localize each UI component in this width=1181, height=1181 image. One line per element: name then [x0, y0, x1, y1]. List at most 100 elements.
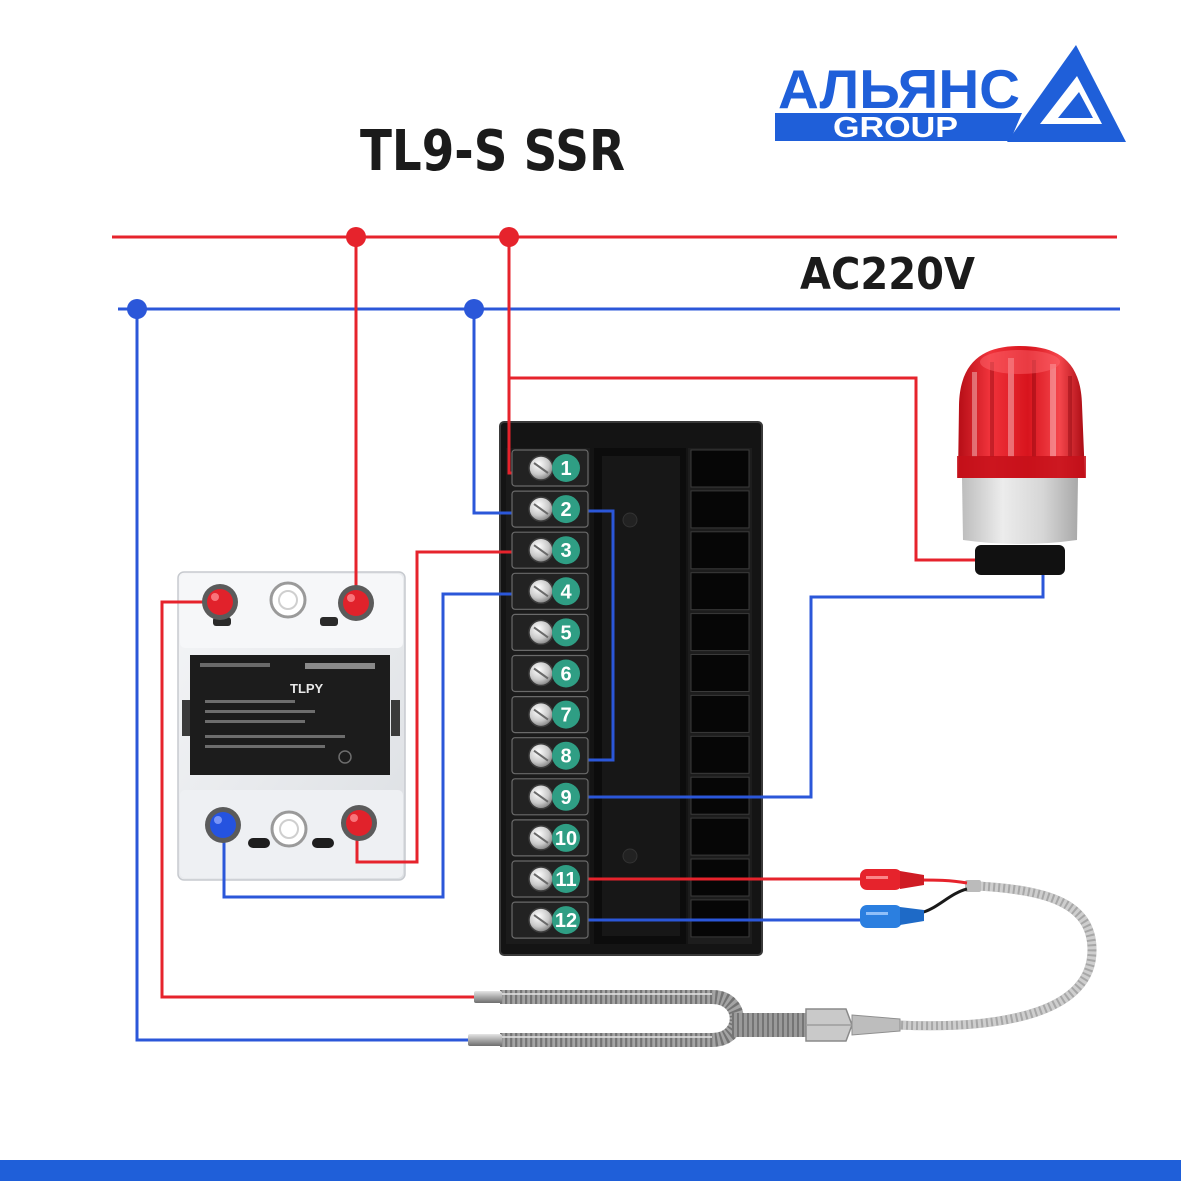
terminal-7: 7: [511, 695, 589, 734]
terminal-number-badge: [552, 782, 580, 811]
screw-slot: [533, 544, 549, 557]
ssr-label: TLPY: [190, 655, 390, 775]
terminal-9: 9: [511, 778, 589, 816]
terminal-number: 10: [555, 828, 577, 850]
output-slot: [690, 449, 750, 488]
junction-dot: [464, 299, 484, 319]
terminal-3: 3: [511, 531, 589, 569]
lamp-dome: [958, 346, 1085, 478]
terminal-2: 2: [511, 490, 589, 528]
ssr-side-clip-right: [391, 700, 400, 736]
terminal-number: 12: [555, 910, 577, 932]
terminal-11: 11: [511, 860, 589, 898]
terminal-number: 9: [560, 787, 571, 809]
ssr-slot: [320, 617, 338, 626]
output-slot: [690, 531, 750, 570]
terminal-number-badge: [552, 577, 580, 606]
logo-band: [775, 113, 1022, 141]
logo-name: АЛЬЯНС: [778, 58, 1020, 120]
controller-screw: [622, 512, 638, 528]
alarm-beacon-lamp: [957, 346, 1086, 575]
heating-element: [468, 990, 744, 1047]
wiring: [112, 227, 1120, 1042]
terminal-number-badge: [552, 823, 580, 852]
lamp-rim: [957, 456, 1086, 478]
screw-slot: [533, 626, 549, 639]
terminal-12: 12: [511, 901, 589, 939]
ssr-terminal-blue: [210, 812, 236, 838]
screw-slot: [533, 462, 549, 474]
ssr-slot: [248, 838, 270, 848]
thermocouple-connectors: [860, 869, 924, 928]
terminal-number: 8: [560, 746, 571, 768]
logo-triangle-icon: [1007, 45, 1126, 142]
jumper-terminal-2-to-8: [570, 509, 615, 762]
output-slot: [690, 694, 750, 733]
terminal-number-badge: [552, 659, 580, 688]
wire-terminal-3-to-ssr: [355, 550, 538, 864]
terminal-number-badge: [552, 906, 580, 935]
wire-live-to-alarm-lamp: [509, 376, 985, 562]
red-crimp-connector: [860, 869, 924, 890]
logo-group: GROUP: [833, 112, 958, 144]
company-logo: АЛЬЯНС GROUP: [775, 45, 1126, 144]
lamp-dome-ridges: [972, 358, 1072, 457]
screw-slot: [533, 585, 549, 598]
terminal-6: 6: [511, 654, 589, 693]
terminal-5: 5: [511, 613, 589, 652]
ssr-mount-hole-bottom: [270, 810, 308, 848]
terminal-4: 4: [511, 572, 589, 610]
ssr-terminal-red: [207, 589, 233, 615]
output-slot: [690, 572, 750, 611]
screw-slot: [533, 503, 549, 515]
terminal-number-badge: [552, 495, 580, 524]
terminal-number: 3: [560, 540, 571, 562]
wire-terminal-4-to-ssr: [222, 592, 538, 899]
probe-thread: [732, 1013, 808, 1037]
terminal-8: 8: [511, 737, 589, 775]
thermocouple-red-lead: [919, 878, 968, 885]
terminal-number-badge: [552, 618, 580, 647]
output-slot: [690, 613, 750, 652]
ssr-slot: [312, 838, 334, 848]
ssr-terminal-red: [343, 590, 369, 616]
terminal-number: 5: [560, 622, 571, 644]
footer-bar: [0, 1160, 1181, 1181]
terminal-number: 11: [555, 869, 576, 891]
controller-screw: [622, 848, 638, 864]
wire-neutral-to-heater: [135, 309, 468, 1042]
blue-crimp-connector: [860, 905, 924, 928]
ssr-side-clip-left: [182, 700, 191, 736]
terminal-number: 1: [560, 458, 571, 480]
ssr-terminals: [202, 584, 377, 843]
ssr-brand: TLPY: [290, 681, 324, 696]
terminal-number-badge: [552, 700, 580, 729]
screw-slot: [533, 832, 549, 844]
output-slot: [690, 899, 750, 938]
ssr-mount-hole-top: [269, 581, 307, 619]
output-slot: [690, 490, 750, 529]
junction-dot: [346, 227, 366, 247]
lamp-base: [962, 478, 1078, 544]
screw-slot: [533, 790, 549, 803]
terminal-1: 1: [511, 449, 589, 487]
lamp-mount: [975, 545, 1065, 575]
junction-dot: [127, 299, 147, 319]
terminal-number-badge: [552, 741, 580, 770]
ssr-terminal-red: [346, 810, 372, 836]
junction-dot: [499, 227, 519, 247]
terminal-number: 6: [560, 664, 571, 686]
terminal-number-badge: [552, 865, 580, 893]
screw-slot: [533, 749, 549, 762]
terminal-number-badge: [552, 536, 580, 565]
screw-slot: [533, 914, 549, 926]
wire-ssr-to-heater: [160, 600, 474, 999]
thermocouple-black-lead: [919, 887, 968, 915]
cable-end-sleeve: [965, 880, 981, 892]
screw-slot: [533, 667, 549, 680]
output-slot: [690, 735, 750, 774]
screw-slot: [533, 873, 549, 885]
output-slot: [690, 654, 750, 692]
